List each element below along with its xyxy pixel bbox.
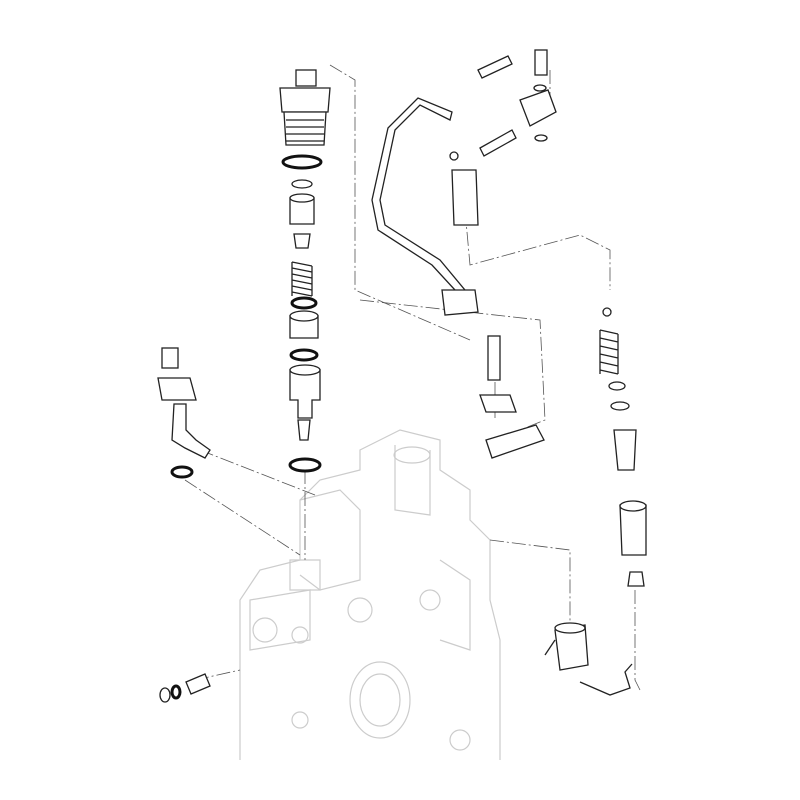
rod: [479, 129, 517, 157]
sensor: [451, 169, 479, 226]
bottom-right-parts: [544, 622, 633, 696]
screw: [534, 49, 548, 76]
valve: [293, 233, 311, 249]
washer: [291, 179, 313, 189]
right-injector: [599, 307, 647, 587]
o-ring: [281, 154, 323, 170]
assembly-lines: [184, 64, 641, 691]
fuel-pipe: [371, 97, 479, 316]
engine-housing-ghost: [239, 429, 501, 760]
left-fitting: [157, 347, 211, 479]
injector-nut: [279, 69, 331, 146]
injector-stack: [279, 69, 331, 473]
pin: [477, 55, 513, 79]
seal-ring: [288, 457, 322, 473]
clamp-assembly: [479, 335, 545, 459]
top-right-parts: [449, 49, 557, 226]
spring: [291, 261, 313, 297]
nozzle-holder: [289, 369, 321, 419]
bracket: [519, 89, 557, 127]
bottom-left-parts: [159, 673, 211, 703]
